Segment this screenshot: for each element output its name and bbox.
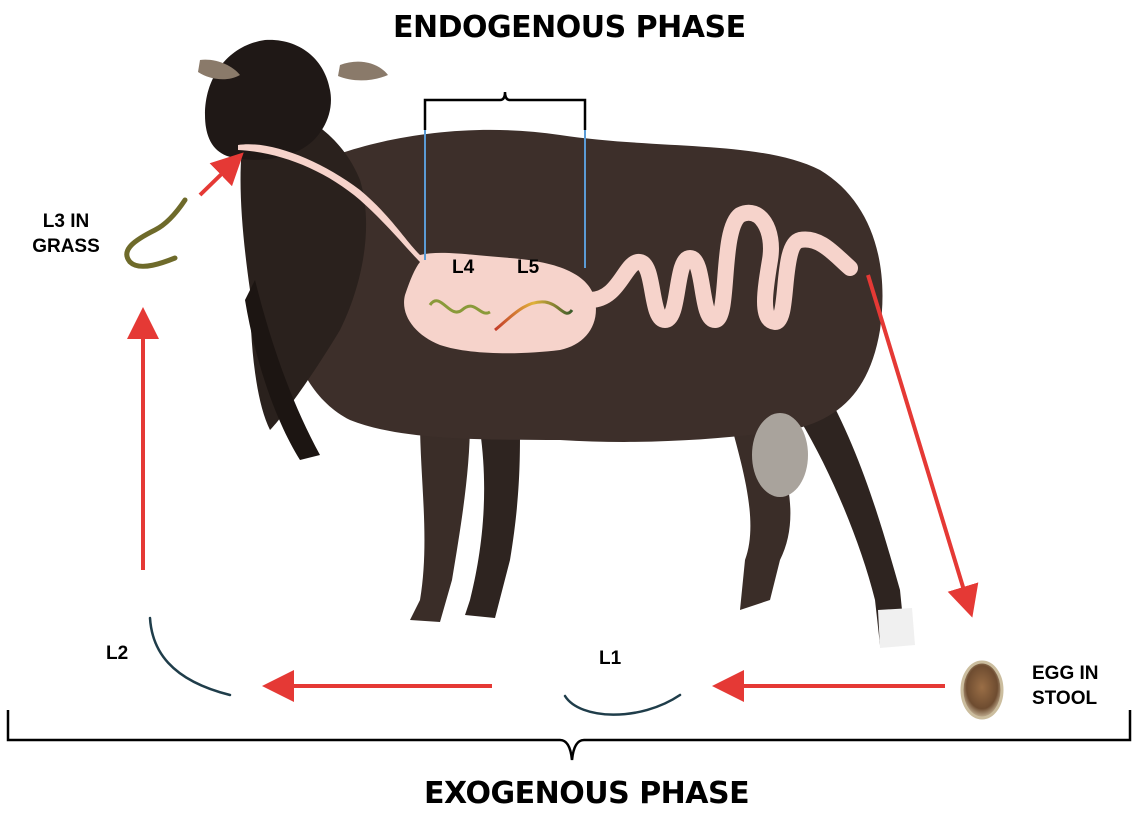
l4-label: L4 <box>452 255 474 280</box>
l3-label-line1: L3 IN <box>26 209 106 234</box>
l1-larva-icon <box>565 695 680 715</box>
sheep-hind-foot <box>878 608 915 648</box>
l3-label-line2: GRASS <box>26 234 106 259</box>
egg-label-line1: EGG IN <box>1032 661 1099 686</box>
egg-label: EGG IN STOOL <box>1032 661 1099 711</box>
egg-label-line2: STOOL <box>1032 686 1099 711</box>
sheep-illustration <box>198 40 915 648</box>
sheep-front-leg <box>410 420 470 622</box>
l3-label: L3 IN GRASS <box>26 209 106 259</box>
l2-larva-icon <box>150 618 230 695</box>
sheep-udder <box>752 413 808 497</box>
sheep-ear-right <box>338 62 388 81</box>
l1-label: L1 <box>599 646 621 671</box>
l3-larva-icon <box>127 200 185 266</box>
arrow-l3-to-mouth <box>200 158 238 195</box>
l2-label: L2 <box>106 641 128 666</box>
exogenous-phase-title: EXOGENOUS PHASE <box>424 776 749 811</box>
sheep-front-leg-rear <box>465 430 520 618</box>
endogenous-phase-title: ENDOGENOUS PHASE <box>393 10 746 45</box>
l5-label: L5 <box>517 255 539 280</box>
exogenous-bracket <box>8 710 1130 760</box>
egg-icon <box>962 662 1002 718</box>
